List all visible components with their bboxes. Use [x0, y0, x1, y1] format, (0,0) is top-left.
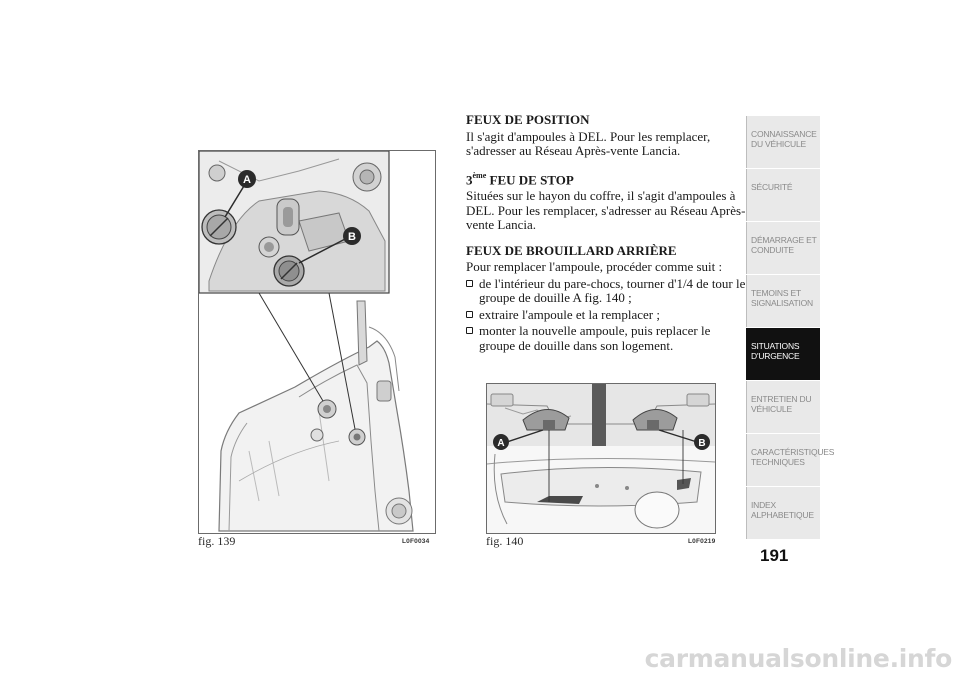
heading-prefix: 3 [466, 171, 473, 187]
tab-caracteristiques-techniques[interactable]: CARACTÉRISTIQUES TECHNIQUES [746, 434, 834, 486]
callout-a-fig140: A [493, 434, 509, 450]
chapter-tabs: CONNAISSANCE DU VÉHICULE SÉCURITÉ DÉMARR… [746, 116, 834, 540]
callout-b-label: B [698, 438, 705, 449]
fig139-code: L0F0034 [402, 538, 430, 545]
callout-a-label: A [243, 174, 251, 186]
section-feux-de-position: FEUX DE POSITION Il s'agit d'ampoules à … [466, 112, 746, 159]
fig140-code: L0F0219 [688, 538, 716, 545]
section-3eme-feu-de-stop: 3ème FEU DE STOP Situées sur le hayon du… [466, 170, 746, 233]
section-heading: FEUX DE BROUILLARD ARRIÈRE [466, 242, 677, 258]
callout-b-fig140: B [694, 434, 710, 450]
rear-bumper-illustration: A B [487, 384, 715, 533]
checkbox-bullet-icon [466, 310, 473, 318]
fig139-caption: fig. 139 [198, 534, 236, 548]
callout-b-label: B [348, 231, 356, 243]
section-heading: 3ème FEU DE STOP [466, 170, 746, 188]
section-body: Il s'agit d'ampoules à DEL. Pour les rem… [466, 128, 711, 158]
tab-connaissance-du-vehicule[interactable]: CONNAISSANCE DU VÉHICULE [746, 116, 820, 168]
checkbox-bullet-icon [466, 327, 473, 335]
page-number: 191 [760, 546, 789, 565]
list-item-text: monter la nouvelle ampoule, puis replace… [479, 323, 711, 353]
tab-situations-d-urgence[interactable]: SITUATIONS D'URGENCE [746, 328, 820, 380]
tab-temoins-et-signalisation[interactable]: TEMOINS ET SIGNALISATION [746, 275, 820, 327]
section-feux-de-brouillard: FEUX DE BROUILLARD ARRIÈRE Pour remplace… [466, 242, 746, 354]
callout-b-fig139: B [343, 227, 361, 245]
callout-a-label: A [497, 438, 504, 449]
fig140-caption: fig. 140 [486, 534, 524, 548]
list-item-text: extraire l'ampoule et la remplacer ; [479, 306, 660, 322]
tab-securite[interactable]: SÉCURITÉ [746, 169, 820, 221]
callout-a-fig139: A [238, 170, 256, 188]
section-intro: Pour remplacer l'ampoule, procéder comme… [466, 259, 723, 275]
text-column: FEUX DE POSITION Il s'agit d'ampoules à … [466, 112, 746, 355]
list-item: de l'intérieur du pare-chocs, tourner d'… [466, 275, 746, 306]
section-heading: FEUX DE POSITION [466, 112, 590, 127]
tab-demarrage-et-conduite[interactable]: DÉMARRAGE ET CONDUITE [746, 222, 820, 274]
heading-rest: FEU DE STOP [486, 171, 574, 187]
watermark: carmanualsonline.info [644, 644, 953, 673]
list-item: monter la nouvelle ampoule, puis replace… [466, 324, 746, 353]
list-item-text: de l'intérieur du pare-chocs, tourner d'… [479, 275, 746, 306]
heading-superscript: ème [472, 170, 487, 180]
tab-index-alphabetique[interactable]: INDEX ALPHABETIQUE [746, 487, 820, 539]
checkbox-bullet-icon [466, 279, 473, 287]
list-item: extraire l'ampoule et la remplacer ; [466, 306, 746, 323]
figure-139: A B [198, 150, 436, 534]
steps-list: de l'intérieur du pare-chocs, tourner d'… [466, 275, 746, 354]
tail-lamp-illustration: A B [199, 151, 414, 532]
section-body: Situées sur le hayon du coffre, il s'agi… [466, 188, 746, 233]
figure-140: A B [486, 383, 716, 534]
tab-entretien-du-vehicule[interactable]: ENTRETIEN DU VÉHICULE [746, 381, 820, 433]
